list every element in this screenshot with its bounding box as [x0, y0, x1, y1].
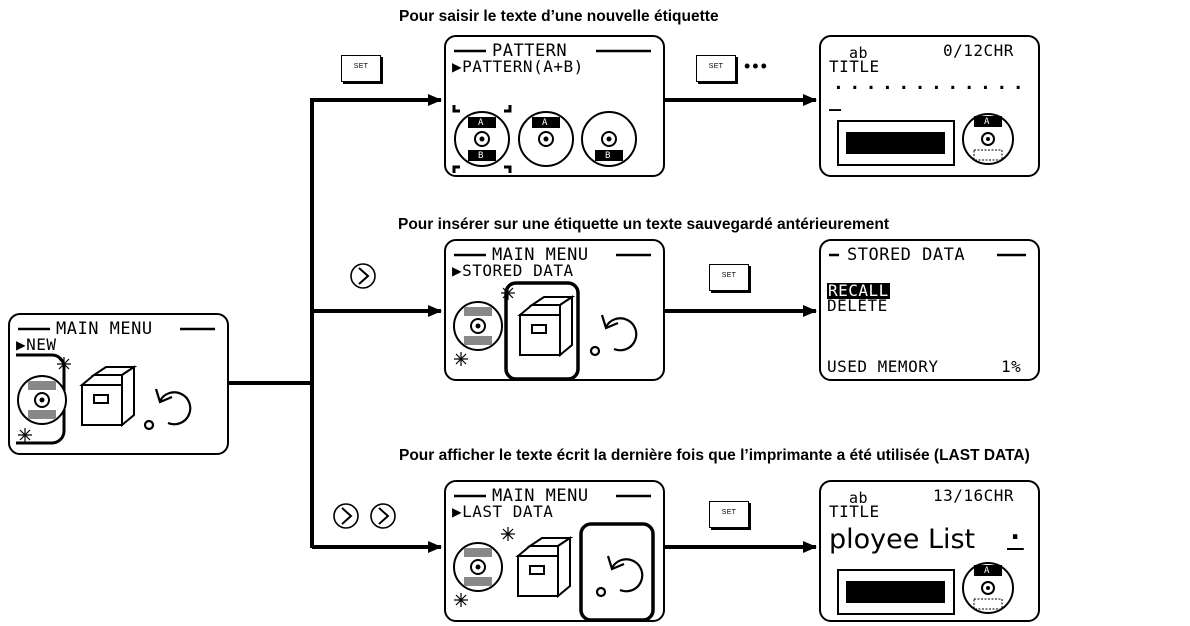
- disc-icon: [16, 353, 67, 445]
- set-button-label: SET: [353, 63, 369, 70]
- title-rule: [454, 494, 651, 498]
- selection-bracket: [452, 105, 512, 173]
- menu-icons: [453, 281, 638, 379]
- caption-last-data: Pour afficher le texte écrit la dernière…: [399, 447, 1030, 464]
- disc-label: A: [984, 566, 990, 576]
- return-icon: [595, 555, 644, 598]
- recall-option[interactable]: RECALL: [827, 281, 890, 300]
- disc-icon: [962, 113, 1014, 165]
- right-button-icon: [350, 263, 376, 289]
- set-button[interactable]: SET: [341, 55, 381, 82]
- menu-icons: [453, 522, 655, 620]
- menu-selection: ▶STORED DATA: [452, 261, 574, 280]
- title-rule: [18, 327, 215, 331]
- text-cursor: ·: [1007, 522, 1024, 553]
- disc-label: A: [478, 118, 484, 128]
- delete-option[interactable]: DELETE: [827, 296, 888, 315]
- set-button[interactable]: SET: [696, 55, 736, 82]
- menu-selection: ▶LAST DATA: [452, 502, 554, 521]
- disc-icon: [962, 562, 1014, 614]
- caption-stored-data: Pour insérer sur une étiquette un texte …: [398, 216, 889, 233]
- return-icon: [143, 388, 192, 431]
- title-rule: [829, 253, 1026, 257]
- screen-title: MAIN MENU: [492, 245, 589, 265]
- menu-icons: [16, 353, 192, 445]
- screen-title: MAIN MENU: [56, 319, 153, 339]
- disc-icon: [453, 301, 503, 351]
- lcd-title-last: ab 13/16CHR TITLE ployee List · A: [819, 480, 1040, 622]
- caption-new-label: Pour saisir le texte d’une nouvelle étiq…: [399, 8, 719, 25]
- repeat-ellipsis: •••: [744, 56, 769, 76]
- set-button[interactable]: SET: [709, 501, 749, 528]
- title-text: ployee List: [829, 524, 976, 555]
- lcd-stored-data: STORED DATA RECALL DELETE USED MEMORY 1%: [819, 239, 1040, 381]
- lcd-pattern: PATTERN ▶PATTERN(A+B) A B A B: [444, 35, 665, 177]
- disc-label: B: [478, 151, 484, 161]
- drawer-icon: [79, 365, 138, 428]
- label-preview: [837, 562, 1014, 615]
- disc-label: B: [605, 151, 611, 161]
- set-button-label: SET: [708, 63, 724, 70]
- lcd-last-menu: MAIN MENU ▶LAST DATA: [444, 480, 665, 622]
- title-label: TITLE: [829, 502, 880, 521]
- label-preview: [837, 113, 1014, 166]
- screen-title: STORED DATA: [847, 245, 966, 265]
- drawer-icon: [515, 536, 574, 599]
- selection-frame: [579, 522, 655, 620]
- menu-selection: ▶PATTERN(A+B): [452, 57, 584, 76]
- memory-label: USED MEMORY: [827, 357, 939, 376]
- title-rule: [454, 253, 651, 257]
- selection-frame: [504, 281, 580, 379]
- input-mode: ab: [849, 44, 869, 62]
- char-counter: 13/16CHR: [933, 486, 1015, 505]
- disc-label: A: [984, 117, 990, 127]
- disc-icon: [581, 111, 637, 167]
- set-button-label: SET: [721, 509, 737, 516]
- memory-value: 1%: [1001, 357, 1022, 376]
- set-button-label: SET: [721, 272, 737, 279]
- disc-label: A: [542, 118, 548, 128]
- screen-title: MAIN MENU: [492, 486, 589, 506]
- menu-selection: ▶NEW: [16, 335, 57, 354]
- sparkle-icon: [454, 527, 515, 607]
- set-button[interactable]: SET: [709, 264, 749, 291]
- return-icon: [589, 314, 638, 357]
- drawer-icon: [517, 295, 576, 358]
- text-cursor: _: [829, 87, 842, 111]
- title-label: TITLE: [829, 57, 880, 76]
- input-mode: ab: [849, 489, 869, 507]
- lcd-main-menu: MAIN MENU ▶NEW: [8, 313, 229, 455]
- right-button-icon: [333, 503, 359, 529]
- disc-icon: [518, 111, 574, 167]
- empty-text-slots: ............: [833, 73, 1030, 94]
- pattern-icons: [452, 105, 637, 173]
- sparkle-icon: [18, 357, 71, 442]
- lcd-title-input: ab 0/12CHR TITLE ............ _ A: [819, 35, 1040, 177]
- right-button-icon: [370, 503, 396, 529]
- char-counter: 0/12CHR: [943, 41, 1014, 60]
- disc-icon: [454, 111, 510, 167]
- disc-icon: [453, 542, 503, 592]
- lcd-stored-menu: MAIN MENU ▶STORED DATA: [444, 239, 665, 381]
- title-rule: [454, 49, 651, 53]
- screen-title: PATTERN: [492, 41, 568, 61]
